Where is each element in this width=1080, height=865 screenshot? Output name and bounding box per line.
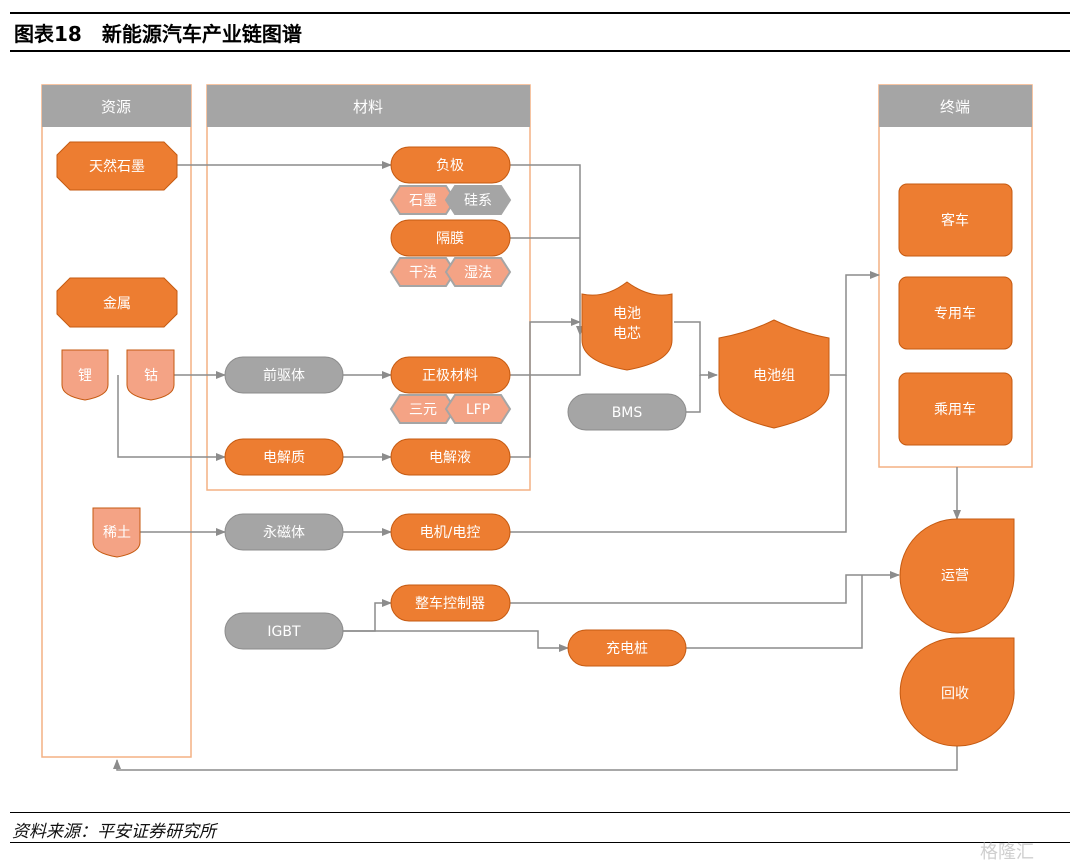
- silicon-tag: 硅系: [444, 185, 512, 215]
- anode-label: 负极: [436, 158, 464, 174]
- materials-header: 材料: [353, 98, 383, 116]
- source-note: 资料来源：平安证券研究所: [12, 822, 216, 842]
- cobalt-node: 钴: [126, 349, 175, 401]
- bms-node: BMS: [567, 393, 687, 431]
- battery-cell-label-line2: 电芯: [613, 326, 641, 342]
- battery-cell-node: 电池 电芯: [581, 281, 673, 371]
- battery-cell-label-line1: 电池: [613, 306, 641, 322]
- cathode-node: 正极材料: [390, 356, 511, 394]
- resources-header: 资源: [101, 98, 131, 116]
- bms-label: BMS: [612, 405, 643, 421]
- dry-process-label: 干法: [409, 265, 437, 281]
- separator-node: 隔膜: [390, 219, 511, 257]
- charger-label: 充电桩: [606, 640, 648, 657]
- recycle-node: 回收: [899, 637, 1015, 747]
- cathode-label: 正极材料: [422, 368, 478, 384]
- graphite-label: 石墨: [409, 193, 437, 209]
- vcu-label: 整车控制器: [415, 595, 485, 612]
- resources-panel: 资源: [41, 84, 192, 758]
- ncm-label: 三元: [409, 402, 437, 418]
- passenger-car-label: 乘用车: [934, 401, 976, 418]
- metal-label: 金属: [103, 296, 131, 312]
- charger-node: 充电桩: [567, 629, 687, 667]
- lithium-node: 锂: [61, 349, 109, 401]
- electrolyte-solute-label: 电解质: [263, 450, 305, 466]
- motor-label: 电机/电控: [420, 525, 481, 541]
- dry-process-tag: 干法: [389, 257, 457, 287]
- lfp-label: LFP: [466, 402, 490, 418]
- wet-process-tag: 湿法: [444, 257, 512, 287]
- recycle-label: 回收: [941, 686, 969, 702]
- anode-node: 负极: [390, 146, 511, 184]
- cobalt-label: 钴: [144, 368, 158, 384]
- footer-bottom-rule: [10, 842, 1070, 843]
- special-vehicle-node: 专用车: [898, 276, 1013, 350]
- lithium-label: 锂: [78, 368, 92, 384]
- precursor-label: 前驱体: [263, 367, 305, 384]
- natural-graphite-node: 天然石墨: [56, 141, 178, 191]
- battery-pack-label: 电池组: [753, 368, 795, 384]
- precursor-node: 前驱体: [224, 356, 344, 394]
- rare-earth-label: 稀土: [103, 525, 131, 541]
- magnet-node: 永磁体: [224, 513, 344, 551]
- operation-label: 运营: [941, 568, 969, 584]
- graphite-tag: 石墨: [389, 185, 457, 215]
- figure-title: 图表18 新能源汽车产业链图谱: [14, 22, 302, 46]
- electrolyte-solute-node: 电解质: [224, 438, 344, 476]
- natural-graphite-label: 天然石墨: [89, 158, 145, 175]
- connectors: [113, 161, 961, 771]
- special-vehicle-label: 专用车: [934, 305, 976, 322]
- terminal-header: 终端: [940, 98, 970, 116]
- bus-node: 客车: [898, 183, 1013, 257]
- rare-earth-node: 稀土: [92, 507, 141, 558]
- footer-top-rule: [10, 812, 1070, 813]
- electrolyte-node: 电解液: [390, 438, 511, 476]
- magnet-label: 永磁体: [263, 525, 305, 541]
- metal-node: 金属: [56, 277, 178, 328]
- lfp-tag: LFP: [444, 394, 512, 424]
- materials-panel: 材料: [206, 84, 531, 491]
- bus-label: 客车: [941, 212, 969, 229]
- igbt-label: IGBT: [267, 624, 301, 640]
- vcu-node: 整车控制器: [390, 584, 511, 622]
- igbt-node: IGBT: [224, 612, 344, 650]
- watermark: 格隆汇: [980, 842, 1034, 863]
- battery-pack-node: 电池组: [718, 319, 830, 429]
- electrolyte-label: 电解液: [429, 450, 471, 466]
- silicon-label: 硅系: [464, 193, 492, 209]
- separator-label: 隔膜: [436, 231, 464, 247]
- ncm-tag: 三元: [389, 394, 457, 424]
- figure-header: 图表18 新能源汽车产业链图谱: [10, 12, 1070, 52]
- wet-process-label: 湿法: [464, 265, 492, 281]
- motor-node: 电机/电控: [390, 513, 511, 551]
- operation-node: 运营: [899, 518, 1015, 634]
- passenger-car-node: 乘用车: [898, 372, 1013, 446]
